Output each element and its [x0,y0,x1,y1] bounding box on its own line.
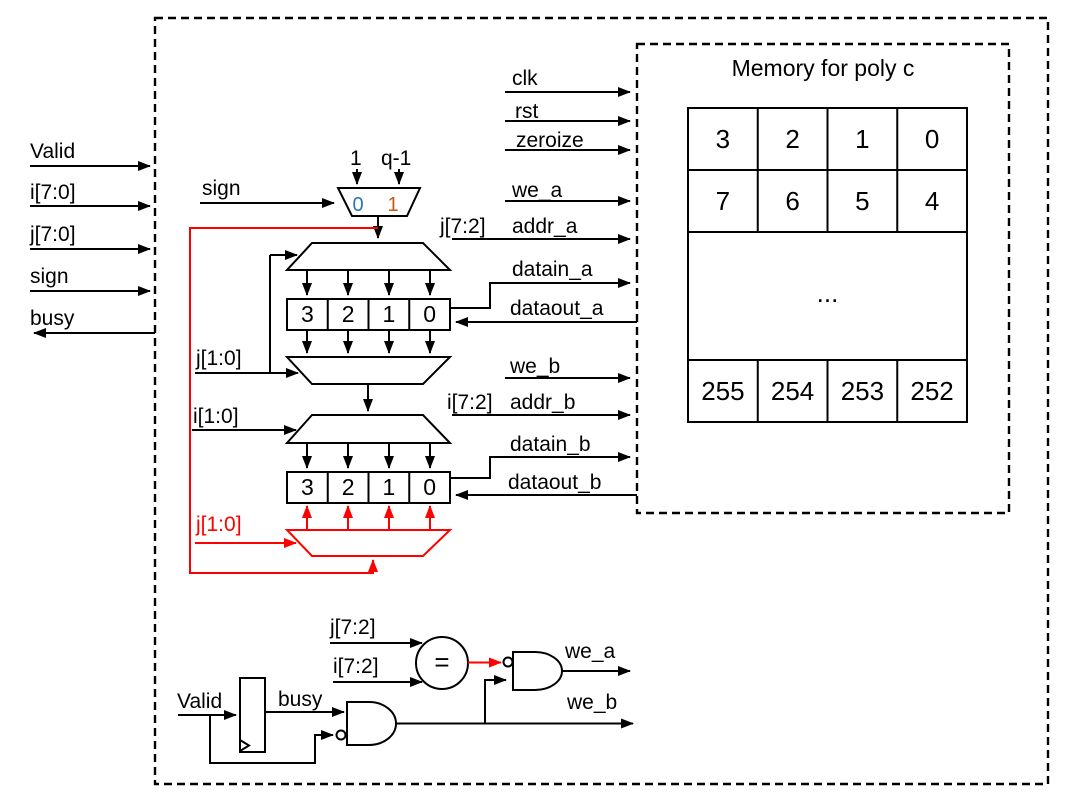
valid-feedback-wire [209,715,334,764]
datain-b-wire [450,452,631,479]
i-select-label: i[1:0] [193,405,239,428]
mux-input-1-label: 1 [350,147,362,170]
we-b-label: we_b [509,355,560,378]
read-mux-a [284,356,453,385]
mux-input-q-1-label: q-1 [381,147,411,170]
busy-output-label: busy [30,307,75,330]
memory-cell: 253 [841,376,884,406]
memory-cell: 2 [785,124,799,154]
memory-cell: 0 [925,124,939,154]
branch-to-we-a-wire [484,675,507,724]
memory-ellipsis: ... [817,278,839,308]
red-write-demux [284,529,453,557]
external-signals: Valid i[7:0] j[7:0] sign busy [29,140,155,338]
red-j-select-label: j[1:0] [195,513,242,536]
j-compare-label: j[7:2] [329,616,376,639]
and-gate-we-a [512,651,563,691]
memory-block: Memory for poly c 3 2 1 0 7 6 5 4 ... 25… [635,42,1011,515]
and-gate-busy [346,701,397,746]
addr-a-label: addr_a [512,215,578,238]
register-a-cell-0: 0 [423,301,436,327]
invert-bubble-icon [502,656,514,668]
addr-b-label: addr_b [510,391,575,414]
register-b-cell-1: 1 [383,474,396,500]
rst-label: rst [515,100,538,123]
i-compare-label: i[7:2] [333,655,379,678]
busy-label: busy [278,688,323,711]
memory-cell: 3 [716,124,730,154]
addr-b-bus-label: i[7:2] [447,391,493,414]
port-a-signals: clk rst zeroize we_a j[7:2] addr_a datai… [439,67,637,327]
red-feedback-wire [189,227,378,574]
mux-port0-label: 0 [352,194,363,216]
equals-icon: = [434,647,449,677]
register-b-cell-2: 2 [342,474,355,500]
memory-cell: 252 [910,376,953,406]
memory-cell: 255 [701,376,744,406]
port-b-signals: we_b i[7:2] addr_b datain_b dataout_b [447,355,637,500]
memory-boundary [635,42,1011,515]
datain-b-label: datain_b [510,433,591,456]
we-a-label: we_a [511,179,563,202]
datain-a-wire [450,278,631,309]
dataout-b-label: dataout_b [508,471,601,494]
sign-select-mux: 1 q-1 0 1 sign [200,147,422,239]
memory-title: Memory for poly c [732,55,915,81]
addr-a-bus-label: j[7:2] [439,215,486,238]
register-a-cell-3: 3 [301,301,314,327]
memory-cell: 254 [771,376,814,406]
module-boundary [153,16,1050,786]
clk-label: clk [512,67,538,90]
j-bus-input-label: j[7:0] [29,223,76,246]
write-demux-b [284,414,453,444]
mux-port1-label: 1 [387,194,398,216]
register-a-cell-1: 1 [383,301,396,327]
memory-cell: 5 [855,186,869,216]
sign-select-label: sign [202,177,241,200]
valid-label: Valid [177,690,222,713]
invert-bubble-icon [335,729,347,741]
we-b-out-label: we_b [566,691,617,714]
clock-triangle-icon [239,739,251,752]
write-demux-a [284,242,453,271]
datain-a-label: datain_a [512,258,593,281]
buffer-b: i[1:0] 3 2 1 0 [192,405,453,504]
memory-cell: 6 [785,186,799,216]
valid-input-label: Valid [30,140,75,163]
we-a-out-label: we_a [564,640,616,663]
memory-cell: 7 [716,186,730,216]
register-b-cell-3: 3 [301,474,314,500]
memory-cell: 1 [855,124,869,154]
buffer-a: 3 2 1 0 j[1:0] [195,242,453,412]
i-bus-input-label: i[7:0] [30,181,76,204]
red-feedback-path: j[1:0] [189,227,453,574]
busy-flipflop [239,677,266,753]
mux-body [336,187,422,217]
memory-cell: 4 [925,186,939,216]
control-logic: Valid busy we_b = j[7:2] i[7:2] we_a [177,616,634,764]
j-select-label: j[1:0] [195,347,242,370]
dataout-a-label: dataout_a [510,297,604,320]
register-a-cell-2: 2 [342,301,355,327]
zeroize-label: zeroize [516,129,584,152]
register-b-cell-0: 0 [423,474,436,500]
sign-input-label: sign [30,265,69,288]
